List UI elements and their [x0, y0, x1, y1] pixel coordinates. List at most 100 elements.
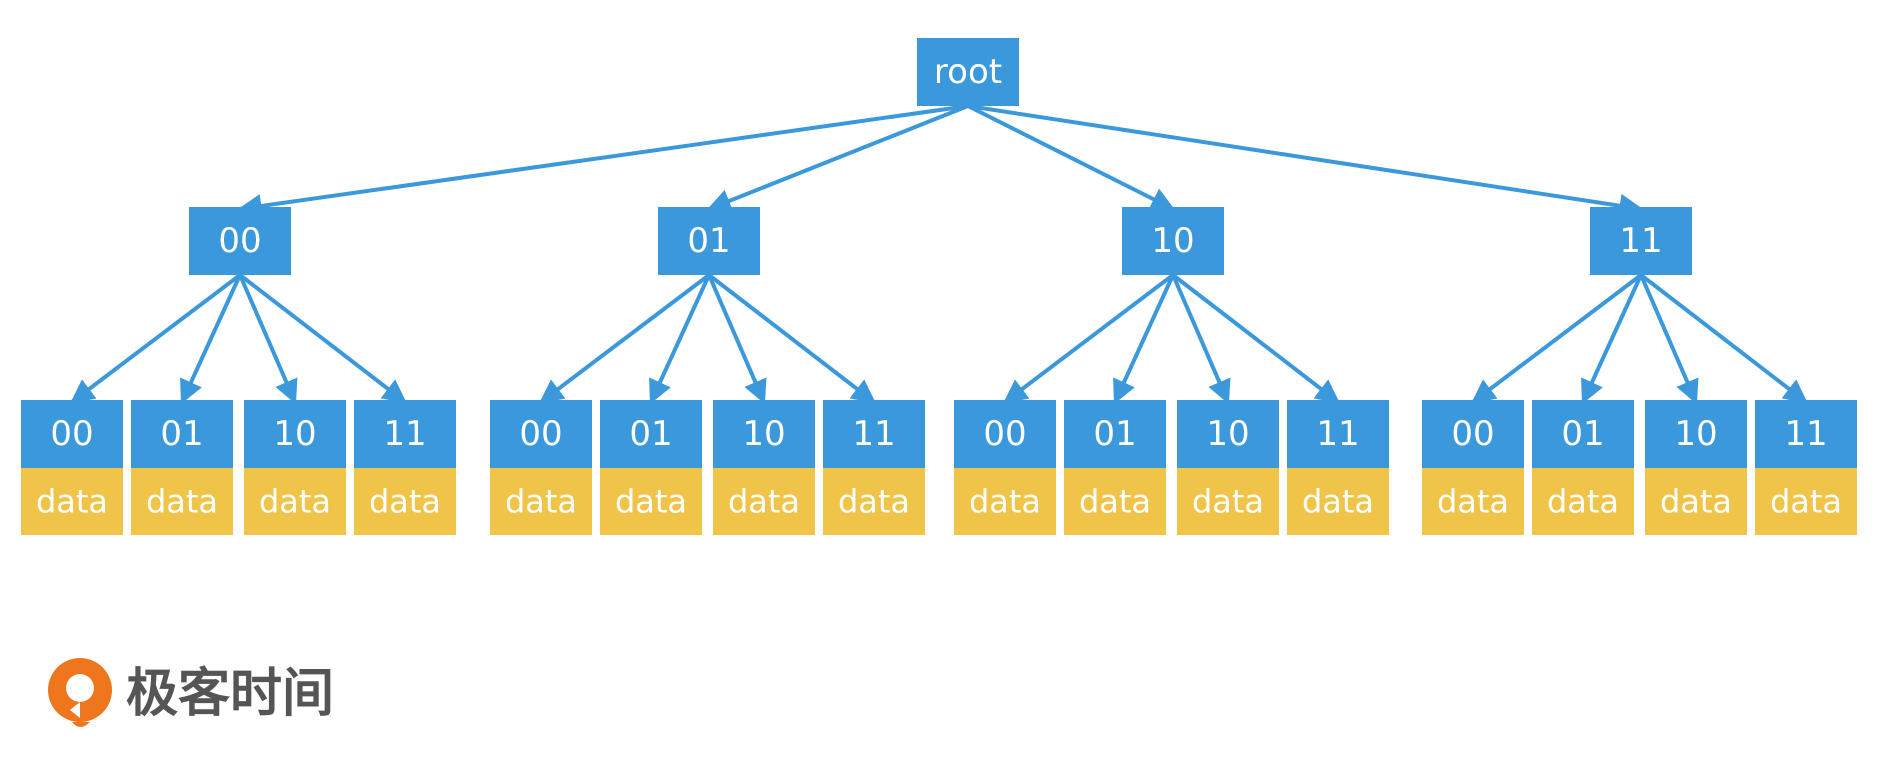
leaf-data-label: data	[969, 483, 1041, 521]
leaf-data-label: data	[1192, 483, 1264, 521]
leaf-node-10-00	[954, 400, 1056, 468]
leaf-node-label: 00	[983, 414, 1026, 454]
level1-node-00	[189, 207, 291, 275]
leaf-data-label: data	[369, 483, 441, 521]
edge-00-to-00	[70, 273, 242, 404]
leaf-node-label: 11	[383, 414, 426, 454]
leaf-node-label: 11	[1316, 414, 1359, 454]
leaf-data-label: data	[1302, 483, 1374, 521]
leaf-node-00-01	[131, 400, 233, 468]
level1-node-label: 01	[687, 221, 730, 261]
edge-11-to-00	[1471, 273, 1643, 404]
leaf-node-01-11	[823, 400, 925, 468]
leaf-node-01-01	[600, 400, 702, 468]
level1-node-label: 10	[1151, 221, 1194, 261]
level1-node-10	[1122, 207, 1224, 275]
leaf-node-label: 10	[273, 414, 316, 454]
leaf-data-cell	[131, 468, 233, 535]
leaf-data-label: data	[146, 483, 218, 521]
leaf-data-label: data	[1079, 483, 1151, 521]
leaf-data-cell	[1532, 468, 1634, 535]
edge-root-to-00	[237, 104, 969, 218]
leaf-data-cell	[600, 468, 702, 535]
leaf-data-cell	[354, 468, 456, 535]
edge-root-to-01	[706, 104, 969, 213]
leaf-data-cell	[1645, 468, 1747, 535]
leaf-data-cell	[21, 468, 123, 535]
leaf-data-cell	[244, 468, 346, 535]
edge-11-to-11	[1639, 273, 1808, 404]
leaf-node-11-10	[1645, 400, 1747, 468]
leaf-data-cell	[1287, 468, 1389, 535]
leaf-data-label: data	[1660, 483, 1732, 521]
leaf-data-cell	[1177, 468, 1279, 535]
leaf-data-label: data	[36, 483, 108, 521]
edge-01-to-11	[707, 273, 876, 404]
level1-node-11	[1590, 207, 1692, 275]
edge-root-to-11	[967, 104, 1644, 218]
edge-00-to-11	[238, 273, 407, 404]
leaf-data-cell	[954, 468, 1056, 535]
leaf-data-label: data	[728, 483, 800, 521]
leaf-node-10-01	[1064, 400, 1166, 468]
leaf-data-label: data	[615, 483, 687, 521]
leaf-node-10-10	[1177, 400, 1279, 468]
geektime-logo: 极客时间	[48, 658, 334, 727]
leaf-data-cell	[490, 468, 592, 535]
leaf-node-00-10	[244, 400, 346, 468]
tree-nodes: root 00 01 10 11 00 data 01 data 10 data 11 data 00 da…	[21, 38, 1857, 535]
leaf-data-cell	[713, 468, 815, 535]
leaf-node-11-00	[1422, 400, 1524, 468]
leaf-node-11-11	[1755, 400, 1857, 468]
leaf-node-00-11	[354, 400, 456, 468]
leaf-data-label: data	[259, 483, 331, 521]
leaf-data-label: data	[1547, 483, 1619, 521]
root-node	[917, 38, 1019, 106]
leaf-data-label: data	[505, 483, 577, 521]
leaf-node-label: 11	[1784, 414, 1827, 454]
edge-root-to-10	[967, 104, 1176, 211]
edge-00-to-10	[238, 274, 298, 405]
leaf-node-00-00	[21, 400, 123, 468]
edge-10-to-11	[1171, 273, 1340, 404]
level1-node-label: 00	[218, 221, 261, 261]
edge-01-to-00	[539, 273, 711, 404]
edge-00-to-01	[180, 274, 242, 405]
leaf-node-10-11	[1287, 400, 1389, 468]
logo-text: 极客时间	[126, 664, 334, 724]
leaf-data-label: data	[1770, 483, 1842, 521]
leaf-node-label: 00	[519, 414, 562, 454]
geektime-logo-icon	[48, 658, 112, 727]
edge-11-to-10	[1639, 274, 1699, 405]
edge-10-to-01	[1113, 274, 1175, 405]
tree-edges	[70, 104, 1808, 405]
leaf-node-label: 00	[50, 414, 93, 454]
edge-10-to-10	[1171, 274, 1231, 405]
edge-10-to-00	[1003, 273, 1175, 404]
leaf-node-11-01	[1532, 400, 1634, 468]
edge-11-to-01	[1581, 274, 1643, 405]
leaf-data-label: data	[1437, 483, 1509, 521]
leaf-node-label: 10	[742, 414, 785, 454]
leaf-node-label: 01	[160, 414, 203, 454]
leaf-data-cell	[1422, 468, 1524, 535]
leaf-node-label: 10	[1674, 414, 1717, 454]
leaf-node-label: 01	[1561, 414, 1604, 454]
leaf-node-01-10	[713, 400, 815, 468]
leaf-data-label: data	[838, 483, 910, 521]
leaf-data-cell	[823, 468, 925, 535]
leaf-node-label: 01	[1093, 414, 1136, 454]
level1-node-01	[658, 207, 760, 275]
leaf-node-label: 01	[629, 414, 672, 454]
root-node-label: root	[934, 52, 1002, 92]
level1-node-label: 11	[1619, 221, 1662, 261]
edge-01-to-10	[707, 274, 767, 405]
leaf-node-01-00	[490, 400, 592, 468]
edge-01-to-01	[649, 274, 711, 405]
leaf-node-label: 00	[1451, 414, 1494, 454]
leaf-data-cell	[1064, 468, 1166, 535]
leaf-node-label: 10	[1206, 414, 1249, 454]
leaf-node-label: 11	[852, 414, 895, 454]
leaf-data-cell	[1755, 468, 1857, 535]
